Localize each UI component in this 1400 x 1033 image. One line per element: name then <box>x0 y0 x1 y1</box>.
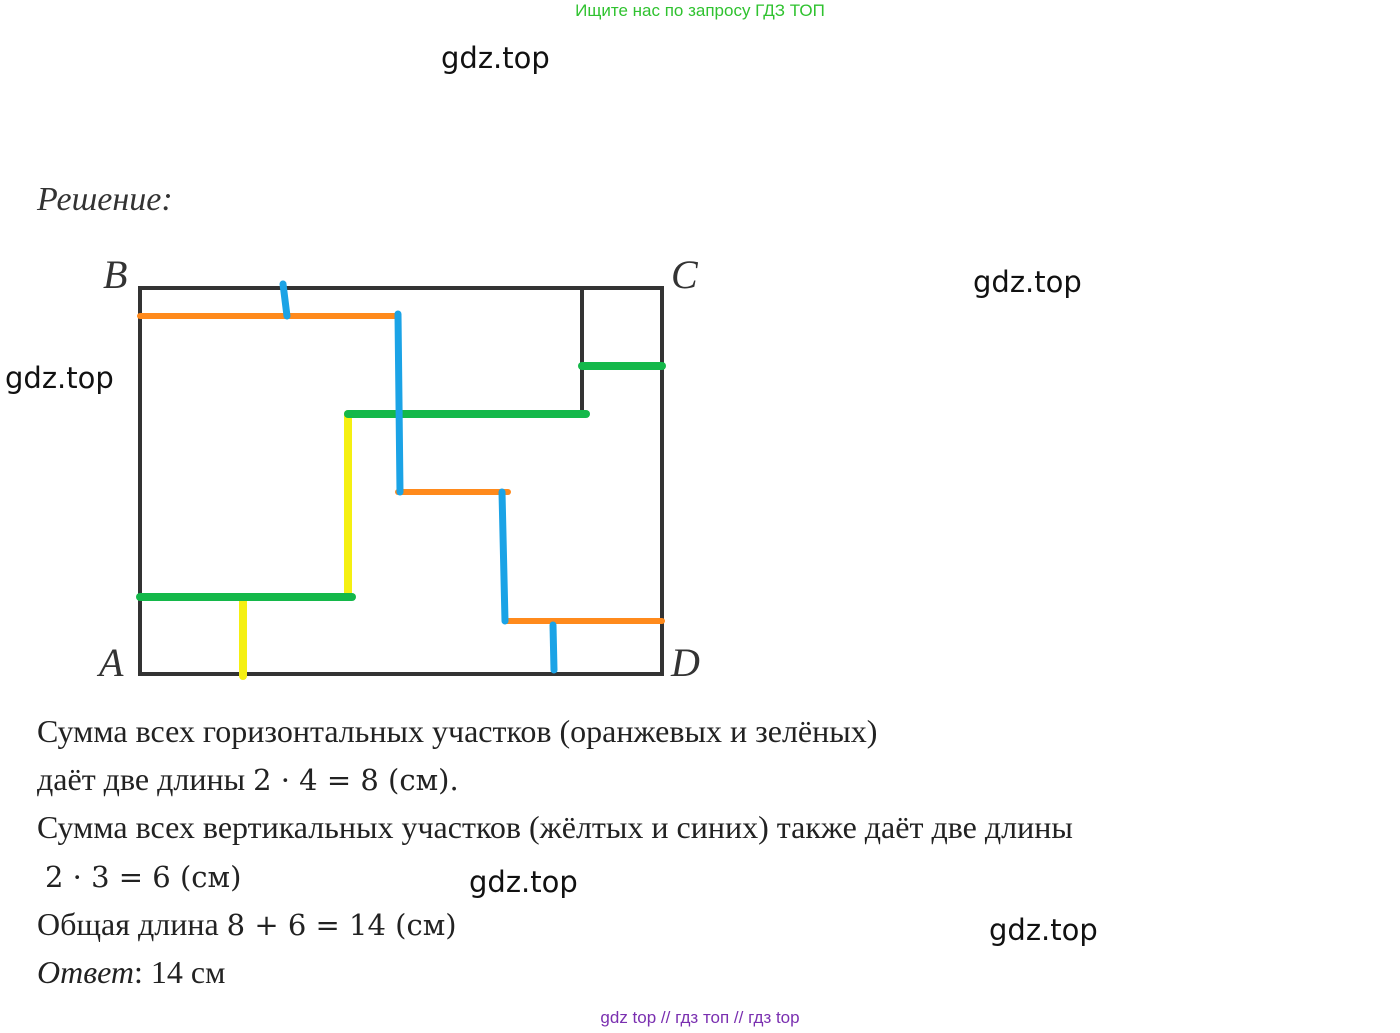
watermark: gdz.top <box>5 361 114 395</box>
answer-value: : 14 см <box>134 954 226 990</box>
inner-wall <box>348 288 584 416</box>
rectangle-abcd <box>138 286 664 676</box>
solution-title: Решение: <box>37 181 173 218</box>
answer-line: Ответ: 14 см <box>37 952 225 992</box>
solution-line-1: Сумма всех горизонтальных участков (оран… <box>37 711 877 751</box>
search-banner[interactable]: Ищите нас по запросу ГДЗ ТОП <box>575 1 825 20</box>
solution-text: Сумма всех горизонтальных участков (оран… <box>37 713 878 749</box>
vertex-label-b: B <box>103 252 127 297</box>
solution-line-3: Сумма всех вертикальных участков (жёлтых… <box>37 807 1073 847</box>
watermark: gdz.top <box>469 865 578 899</box>
answer-label: Ответ <box>37 954 134 990</box>
math-expression: 2 · 3 = 6 (см) <box>45 860 242 894</box>
solution-line-4: 2 · 3 = 6 (см) <box>45 856 241 897</box>
rectangle-figure-svg: B C A D <box>96 252 700 685</box>
orange-segments <box>137 313 665 624</box>
footer-links[interactable]: gdz top // гдз топ // гдз top <box>600 1008 800 1027</box>
watermark: gdz.top <box>989 913 1098 947</box>
blue-segment <box>394 310 404 496</box>
solution-text: даёт две длины <box>37 761 254 797</box>
math-expression: 8 + 6 = 14 (см) <box>226 908 457 942</box>
rectangle-figure: B C A D <box>85 240 725 695</box>
blue-segment <box>279 280 291 320</box>
math-expression: 2 · 4 = 8 (см). <box>253 763 459 797</box>
blue-segment <box>498 488 509 625</box>
solution-line-5: Общая длина 8 + 6 = 14 (см) <box>37 904 457 945</box>
blue-segment <box>549 621 558 674</box>
solution-text: Общая длина <box>37 906 227 942</box>
vertex-label-d: D <box>670 640 700 685</box>
watermark: gdz.top <box>973 265 1082 299</box>
solution-line-2: даёт две длины 2 · 4 = 8 (см). <box>37 759 459 800</box>
green-segments <box>136 362 666 601</box>
yellow-segments <box>239 410 352 680</box>
solution-text: Сумма всех вертикальных участков (жёлтых… <box>37 809 1073 845</box>
blue-segments <box>279 280 558 674</box>
vertex-label-a: A <box>96 640 124 685</box>
vertex-label-c: C <box>671 252 699 297</box>
watermark: gdz.top <box>441 41 550 75</box>
